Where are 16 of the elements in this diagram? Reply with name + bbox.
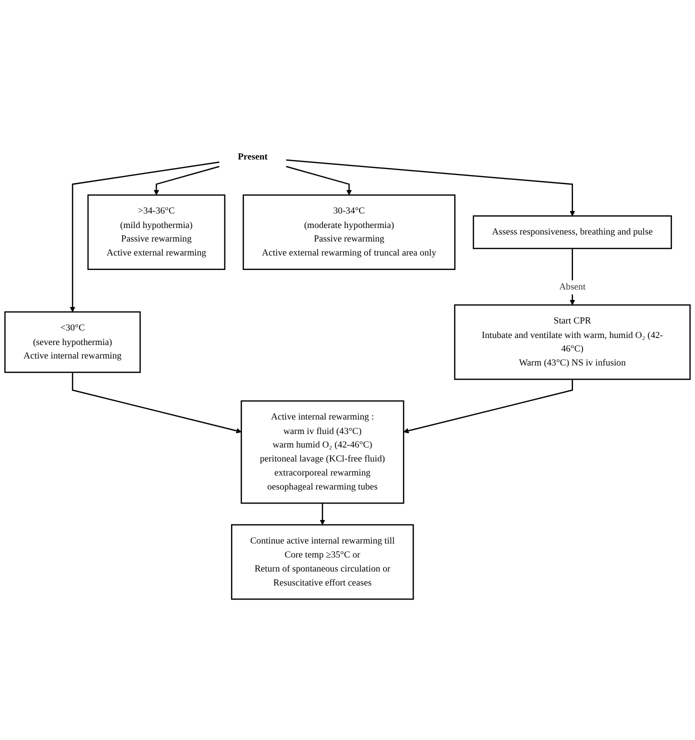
arrow <box>320 503 326 526</box>
node-box: <30°C (severe hypothermia) Active internal rewarming <box>4 311 141 373</box>
arrow <box>72 372 242 434</box>
arrow <box>70 162 220 312</box>
node-box: >34-36°C (mild hypothermia) Passive rewarming Active external rewarming <box>87 194 226 270</box>
arrow <box>154 166 220 196</box>
node-box: Assess responsiveness, breathing and pulse <box>472 215 672 250</box>
edge-label: Absent <box>559 282 586 292</box>
node-box: Continue active internal rewarming till Core temp ≥35°C or Return of spontaneous circulation or Resuscitative effort ceases <box>231 524 414 600</box>
arrow <box>286 159 576 216</box>
node-box: Active internal rewarming : warm iv fluid (43°C) warm humid O₂ (42-46°C) peritoneal lavage (KCl-free fluid) extracorporeal rewarming oesophageal rewarming tubes <box>240 400 404 504</box>
arrow <box>403 379 573 434</box>
node-text: Present <box>238 152 268 162</box>
node-box: Start CPR Intubate and ventilate with warm, humid O₂ (42-46°C) Warm (43°C) NS iv infusion <box>454 304 691 380</box>
arrow <box>286 166 352 196</box>
node-box: 30-34°C (moderate hypothermia) Passive rewarming Active external rewarming of truncal area only <box>242 194 456 270</box>
